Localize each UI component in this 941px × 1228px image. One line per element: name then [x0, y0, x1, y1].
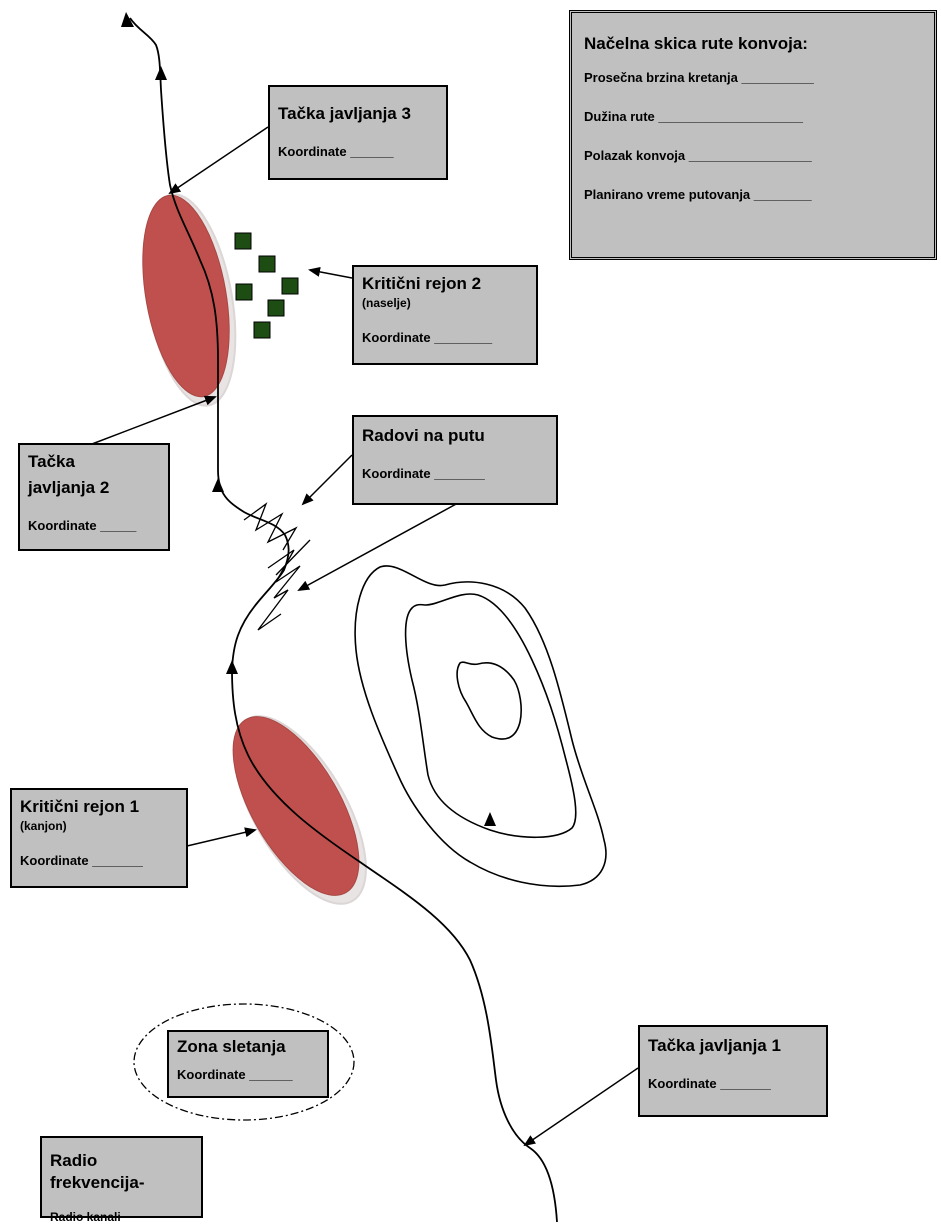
road-works-title: Radovi na putu [362, 426, 485, 445]
callout-arrows [91, 126, 639, 1147]
landing-zone-coords: Koordinate ______ [177, 1067, 293, 1082]
avg-speed-field: Prosečna brzina kretanja __________ [584, 70, 814, 85]
critical-region-2-subtitle: (naselje) [362, 296, 411, 310]
planned-travel-time-field: Planirano vreme putovanja ________ [584, 187, 812, 202]
critical-region-1-coords: Koordinate _______ [20, 853, 143, 868]
critical-region-2-coords: Koordinate ________ [362, 330, 493, 345]
critical-region-2-label: Kritični rejon 2 (naselje) Koordinate __… [352, 265, 538, 365]
reporting-point-1-coords: Koordinate _______ [648, 1076, 771, 1091]
reporting-point-1-label: Tačka javljanja 1 Koordinate _______ [638, 1025, 828, 1117]
radio-channels-text: Radio kanali [50, 1210, 121, 1224]
road-works-label: Radovi na putu Koordinate _______ [352, 415, 558, 505]
route-arrow-icon [155, 66, 167, 80]
route-direction-arrows [121, 12, 496, 826]
critical-region-2-title: Kritični rejon 2 [362, 274, 482, 293]
critical-zone-2-ellipse [142, 193, 237, 407]
route-arrow-icon [484, 812, 496, 826]
critical-zone-1-ellipse [232, 715, 367, 905]
radio-frequency-label: Radio frekvencija- Radio kanali [40, 1136, 203, 1224]
convoy-departure-field: Polazak konvoja _________________ [584, 148, 812, 163]
building-icon [253, 321, 271, 339]
reporting-point-2-title-line2: javljanja 2 [28, 478, 110, 497]
building-icon [235, 283, 253, 301]
building-icon [234, 232, 252, 250]
landing-zone-label: Zona sletanja Koordinate ______ [167, 1030, 329, 1098]
road-works-coords: Koordinate _______ [362, 466, 485, 481]
critical-region-1-label: Kritični rejon 1 (kanjon) Koordinate ___… [10, 788, 188, 888]
road-works-zigzags [243, 502, 311, 631]
reporting-point-3-title: Tačka javljanja 3 [278, 104, 411, 123]
building-icon [281, 277, 299, 295]
terrain-contours [354, 565, 607, 888]
route-sketch-legend: Načelna skica rute konvoja: Prosečna brz… [569, 10, 937, 260]
reporting-point-2-coords: Koordinate _____ [28, 518, 137, 533]
landing-zone-title: Zona sletanja [177, 1037, 286, 1056]
reporting-point-2-title-line1: Tačka [28, 452, 75, 471]
reporting-point-1-title: Tačka javljanja 1 [648, 1036, 781, 1055]
reporting-point-2-label: Tačka javljanja 2 Koordinate _____ [18, 443, 170, 551]
settlement-buildings [234, 232, 299, 339]
route-arrow-icon [212, 478, 224, 492]
reporting-point-3-coords: Koordinate ______ [278, 144, 394, 159]
route-length-field: Dužina rute ____________________ [584, 109, 803, 124]
route-arrow-icon [121, 12, 134, 27]
reporting-point-3-label: Tačka javljanja 3 Koordinate ______ [268, 85, 448, 180]
critical-region-1-title: Kritični rejon 1 [20, 797, 140, 816]
building-icon [258, 255, 276, 273]
legend-title: Načelna skica rute konvoja: [584, 34, 808, 53]
route-arrow-icon [226, 660, 238, 674]
critical-region-1-subtitle: (kanjon) [20, 819, 67, 833]
building-icon [267, 299, 285, 317]
landing-zone-boundary [133, 1003, 355, 1121]
radio-frequency-title: Radio frekvencija- [50, 1151, 145, 1192]
